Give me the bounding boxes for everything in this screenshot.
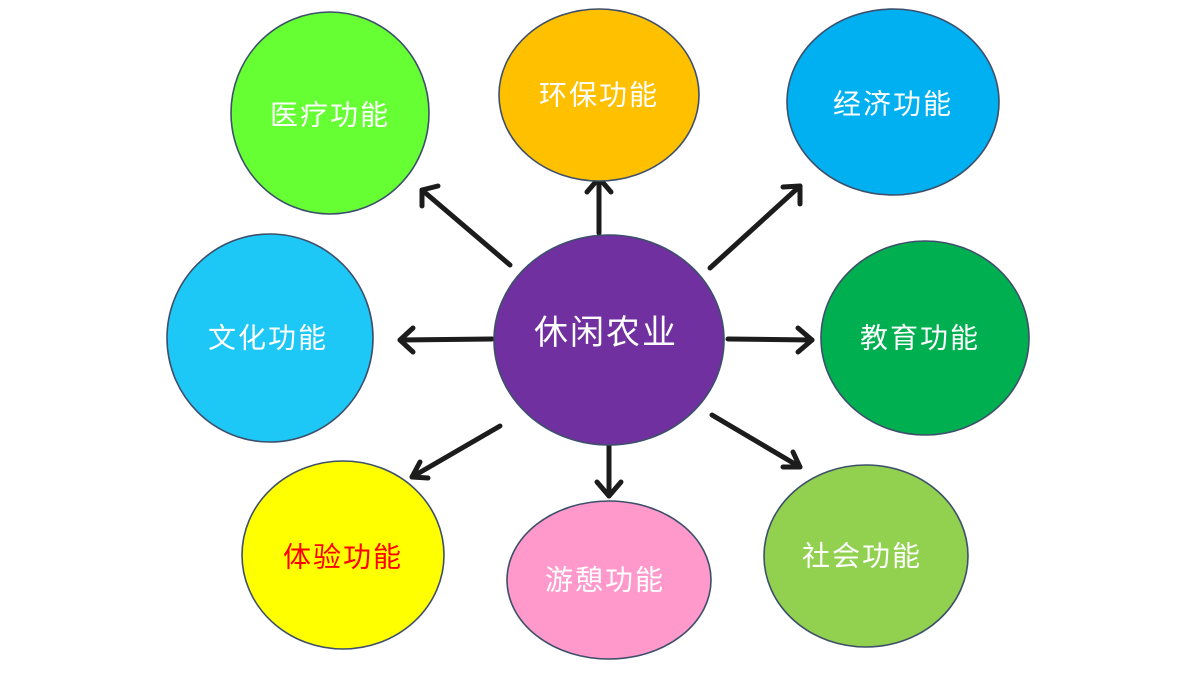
arrow-to-culture [397,325,495,355]
node-economy: 经济功能 [786,8,1000,196]
node-culture-label: 文化功能 [208,322,328,355]
node-education-circle [820,240,1030,436]
arrow-to-leisure [594,442,624,499]
node-culture-circle [166,233,374,443]
node-social: 社会功能 [763,464,969,648]
node-environment: 环保功能 [498,8,700,182]
arrow-to-medical [419,183,513,268]
node-medical-circle [230,11,430,215]
node-environment-label: 环保功能 [539,79,659,112]
node-medical-label: 医疗功能 [270,99,390,132]
node-environment-circle [498,8,700,182]
center-node-circle [493,234,725,446]
node-medical: 医疗功能 [230,11,430,215]
node-experience-circle [241,460,445,650]
center-node: 休闲农业 [493,234,725,446]
node-experience-label: 体验功能 [283,541,403,574]
arrow-to-education [725,325,815,355]
arrow-to-social [709,412,803,470]
node-culture: 文化功能 [166,233,374,443]
node-education: 教育功能 [820,240,1030,436]
node-leisure: 游憩功能 [506,500,712,660]
node-leisure-label: 游憩功能 [545,564,665,597]
node-social-label: 社会功能 [802,540,922,573]
node-social-circle [763,464,969,648]
node-education-label: 教育功能 [860,322,980,355]
node-economy-circle [786,8,1000,196]
node-experience: 体验功能 [241,460,445,650]
node-leisure-circle [506,500,712,660]
arrow-to-experience [409,423,503,481]
arrow-to-economy [707,183,803,271]
center-node-label: 休闲农业 [534,313,678,353]
arrow-to-environment [584,175,614,236]
arrows [397,175,815,499]
node-economy-label: 经济功能 [833,88,953,121]
